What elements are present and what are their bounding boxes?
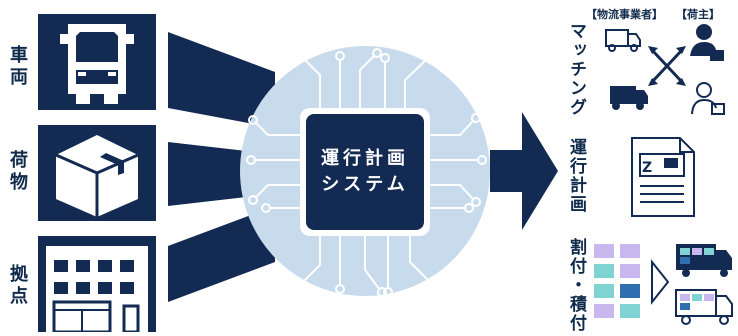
base-panel (38, 236, 156, 334)
carrier-truck-filled-icon (610, 86, 648, 110)
svg-text:Z: Z (642, 160, 652, 176)
loaded-truck-filled-icon (676, 244, 732, 277)
allocation-arrow-icon (651, 259, 670, 305)
chip-body (306, 114, 424, 230)
shipper-person-filled-icon (690, 24, 724, 61)
core-graphic (168, 32, 558, 302)
allocation-graphic (594, 244, 733, 325)
warehouse-icon (46, 246, 148, 334)
funnel-vehicle (168, 32, 275, 128)
carrier-truck-outline-icon (605, 29, 641, 52)
plan-label: 運行計画 (566, 138, 586, 214)
plan-document-icon: Z (631, 137, 695, 217)
input-label-cargo: 荷物 (10, 150, 28, 193)
matching-label: マッチング (566, 22, 586, 117)
shipper-person-outline-icon (691, 82, 725, 115)
input-label-base: 拠点 (10, 264, 28, 307)
truck-icon (60, 24, 134, 104)
package-icon (55, 135, 139, 217)
cargo-panel (38, 125, 156, 221)
allocation-label: 割付・積付 (566, 238, 586, 333)
output-arrow (490, 112, 558, 230)
chip-label: 運行計画 システム (306, 146, 424, 198)
chip-label-line2: システム (321, 174, 409, 195)
matching-graphic (605, 24, 725, 115)
funnel-cargo (168, 142, 255, 206)
vehicle-panel (38, 14, 156, 110)
shipper-heading: 【荷主】 (676, 8, 720, 21)
cargo-boxes-icon (594, 244, 640, 318)
chip-label-line1: 運行計画 (321, 148, 409, 169)
funnel-base (168, 206, 275, 302)
carrier-heading: 【物流事業者】 (586, 8, 663, 21)
circuit-traces (246, 48, 487, 297)
loaded-truck-outline-icon (675, 289, 733, 325)
input-label-vehicle: 車両 (10, 45, 28, 88)
match-cross-arrows-icon (648, 46, 686, 86)
